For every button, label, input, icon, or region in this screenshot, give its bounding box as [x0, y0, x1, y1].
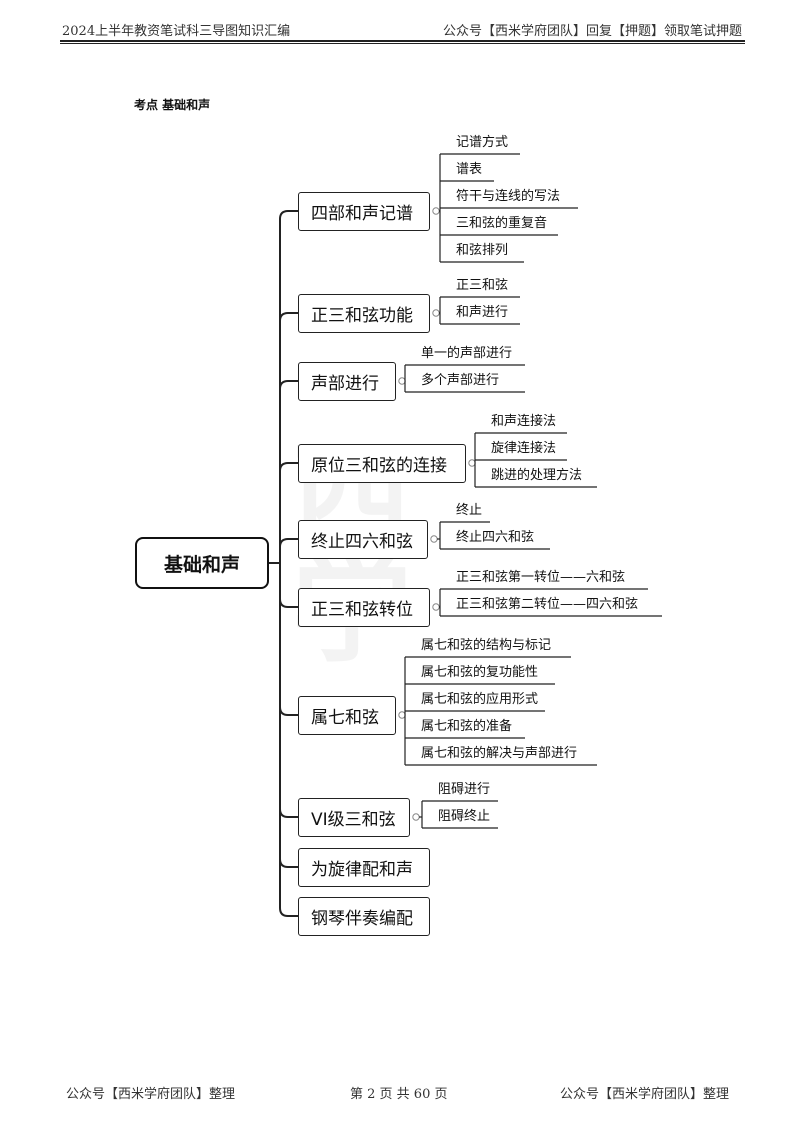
branch-node: 终止四六和弦 [298, 520, 428, 559]
leaf-node: 和声进行 [456, 305, 509, 320]
branch-node: 钢琴伴奏编配 [298, 897, 430, 936]
collapse-handle-icon [432, 603, 440, 611]
leaf-node: 单一的声部进行 [421, 346, 513, 361]
branch-node: 四部和声记谱 [298, 192, 430, 231]
leaf-node: 三和弦的重复音 [456, 216, 548, 231]
branch-node: 正三和弦转位 [298, 588, 430, 627]
branch-connector [279, 380, 298, 390]
branch-node: 原位三和弦的连接 [298, 444, 466, 483]
section-heading: 考点 基础和声 [134, 98, 211, 112]
leaf-node: 属七和弦的准备 [421, 719, 513, 734]
leaf-node: 属七和弦的结构与标记 [421, 638, 552, 653]
footer-left: 公众号【西米学府团队】整理 [66, 1087, 236, 1102]
branch-node: 正三和弦功能 [298, 294, 430, 333]
collapse-handle-icon [432, 309, 440, 317]
leaf-node: 终止 [456, 503, 483, 518]
branch-connector [279, 706, 298, 716]
branch-connector [279, 907, 298, 917]
footer-right: 公众号【西米学府团队】整理 [560, 1087, 730, 1102]
root-node: 基础和声 [135, 537, 269, 589]
leaf-node: 正三和弦 [456, 278, 509, 293]
collapse-handle-icon [430, 535, 438, 543]
collapse-handle-icon [468, 459, 476, 467]
leaf-node: 属七和弦的复功能性 [421, 665, 539, 680]
header-right: 公众号【西米学府团队】回复【押题】领取笔试押题 [442, 24, 742, 39]
leaf-node: 终止四六和弦 [456, 530, 535, 545]
header-rule-thin [60, 43, 745, 44]
branch-node: 为旋律配和声 [298, 848, 430, 887]
leaf-node: 属七和弦的应用形式 [421, 692, 539, 707]
branch-connector [279, 538, 298, 548]
branch-connector [279, 858, 298, 868]
header-rule [60, 40, 745, 42]
leaf-node: 正三和弦第二转位——四六和弦 [456, 597, 639, 612]
leaf-node: 符干与连线的写法 [456, 189, 561, 204]
branch-connector [279, 462, 298, 472]
branch-node: 声部进行 [298, 362, 396, 401]
branch-connector [279, 210, 298, 220]
leaf-node: 谱表 [456, 162, 483, 177]
branch-connector [279, 808, 298, 818]
branch-node: VI级三和弦 [298, 798, 410, 837]
branch-connector [279, 312, 298, 322]
collapse-handle-icon [432, 207, 440, 215]
header-left: 2024上半年教资笔试科三导图知识汇编 [62, 24, 291, 39]
leaf-node: 和弦排列 [456, 243, 509, 258]
branch-node: 属七和弦 [298, 696, 396, 735]
leaf-node: 跳进的处理方法 [491, 468, 583, 483]
collapse-handle-icon [412, 813, 420, 821]
leaf-node: 阻碍终止 [438, 809, 491, 824]
footer-page-number: 第 2 页 共 60 页 [350, 1087, 448, 1102]
leaf-node: 旋律连接法 [491, 441, 557, 456]
collapse-handle-icon [398, 377, 406, 385]
leaf-node: 记谱方式 [456, 135, 509, 150]
leaf-node: 正三和弦第一转位——六和弦 [456, 570, 626, 585]
branch-connector [279, 598, 298, 608]
collapse-handle-icon [398, 711, 406, 719]
leaf-node: 和声连接法 [491, 414, 557, 429]
leaf-node: 属七和弦的解决与声部进行 [421, 746, 578, 761]
leaf-node: 阻碍进行 [438, 782, 491, 797]
leaf-node: 多个声部进行 [421, 373, 500, 388]
